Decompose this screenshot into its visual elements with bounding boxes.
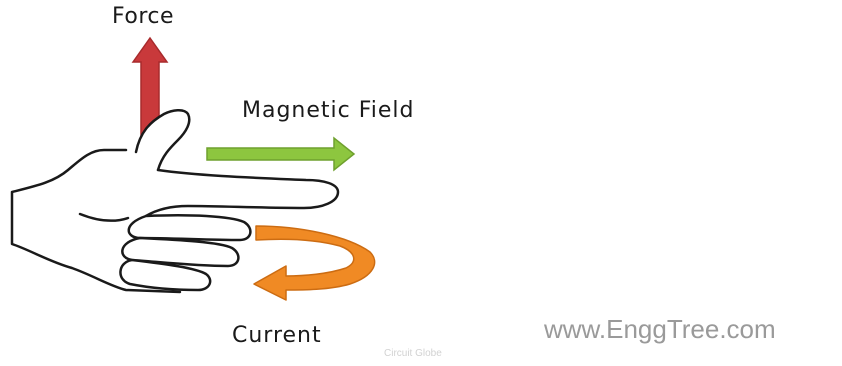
label-magnetic-field: Magnetic Field — [242, 98, 415, 123]
label-force: Force — [112, 4, 174, 29]
arrow-right-icon — [207, 138, 354, 170]
label-current: Current — [232, 323, 322, 348]
current-arrow — [254, 226, 375, 300]
curved-arrow-left-icon — [254, 226, 375, 300]
watermark-site: www.EnggTree.com — [544, 314, 776, 345]
watermark-credit: Circuit Globe — [384, 348, 442, 359]
magnetic-field-arrow — [207, 138, 354, 170]
left-hand-icon — [12, 110, 338, 292]
